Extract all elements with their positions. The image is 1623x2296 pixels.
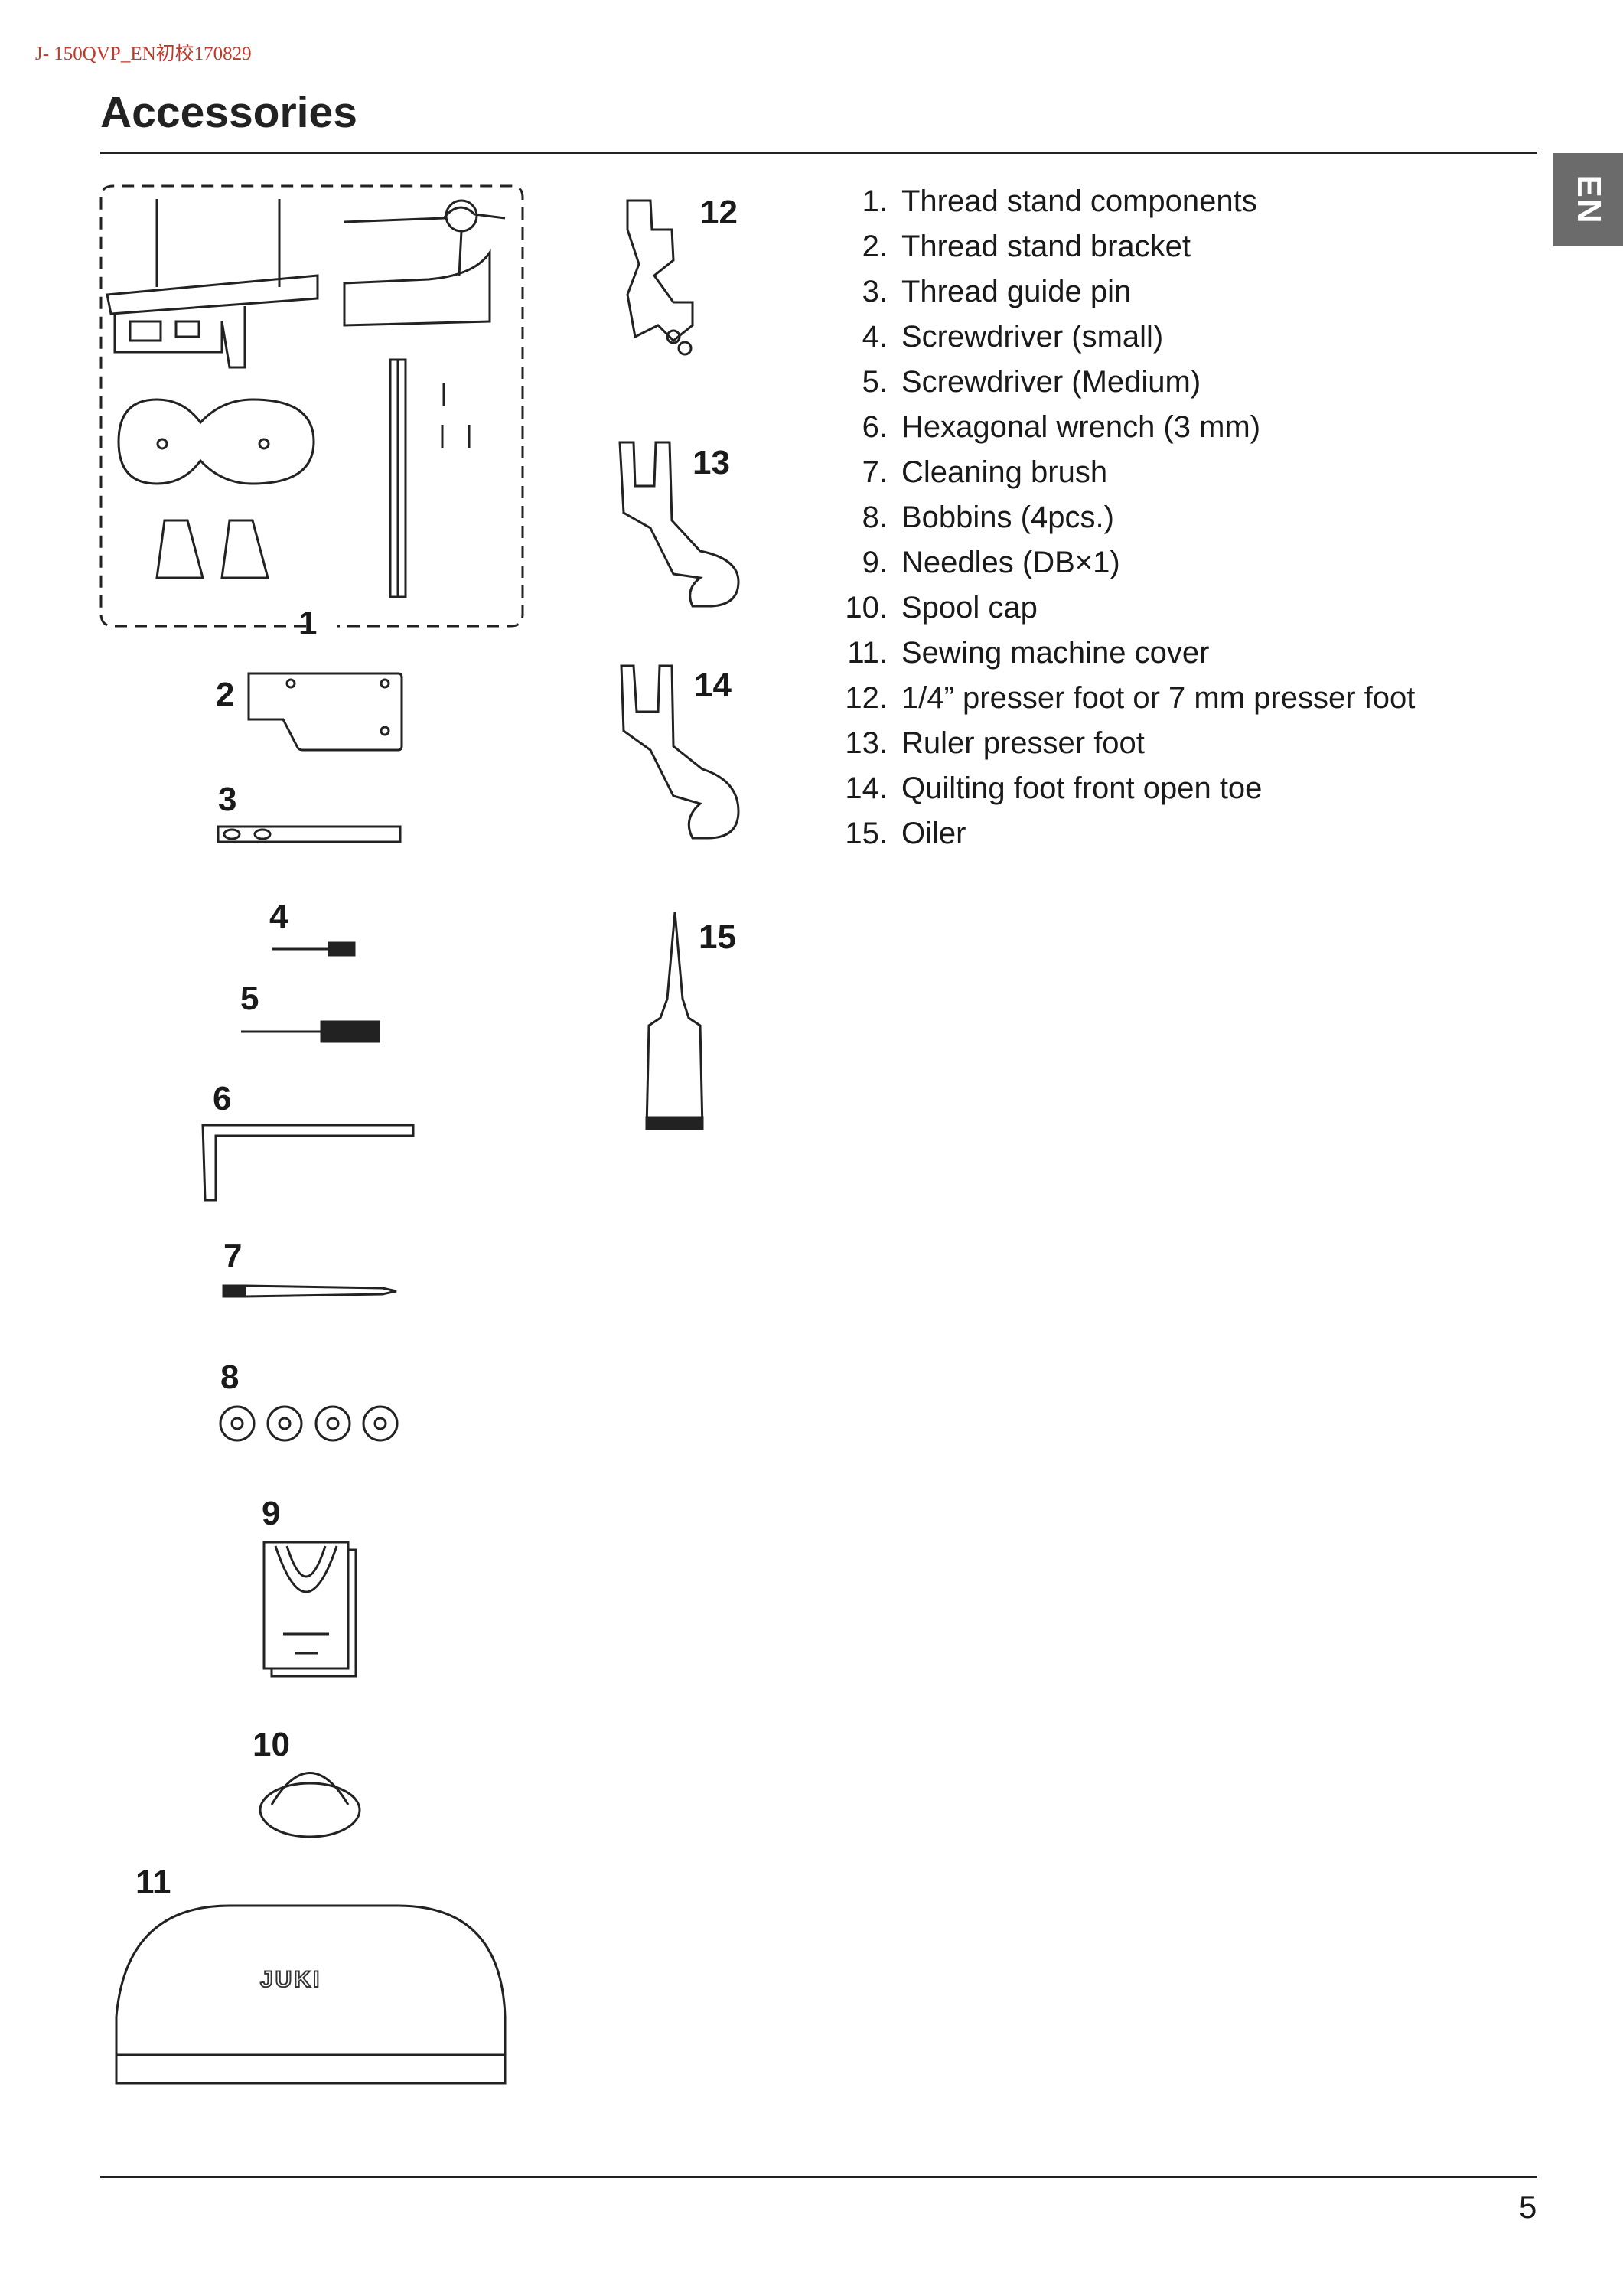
list-item: 12.1/4” presser foot or 7 mm presser foo… bbox=[845, 681, 1416, 715]
list-item: 5.Screwdriver (Medium) bbox=[862, 365, 1201, 399]
list-item: 15.Oiler bbox=[845, 817, 966, 850]
hexagonal-wrench-illustration bbox=[201, 1124, 415, 1202]
sewing-machine-cover-illustration bbox=[115, 1904, 507, 2085]
list-item: 2.Thread stand bracket bbox=[862, 230, 1191, 263]
page-title: Accessories bbox=[100, 88, 357, 137]
needles-pack-illustration bbox=[262, 1541, 357, 1678]
figure-label-4: 4 bbox=[269, 898, 288, 935]
juki-logo: JUKI bbox=[259, 1966, 322, 1993]
figure-label-2: 2 bbox=[216, 676, 235, 713]
figure-label-9: 9 bbox=[262, 1495, 281, 1532]
quilting-foot-illustration bbox=[620, 664, 740, 840]
screwdriver-small-illustration bbox=[272, 941, 356, 957]
list-item: 9.Needles (DB×1) bbox=[862, 546, 1120, 579]
spool-cap-illustration bbox=[259, 1772, 361, 1838]
accessories-list: 1.Thread stand components 2.Thread stand… bbox=[834, 181, 1415, 859]
list-item: 14.Quilting foot front open toe bbox=[845, 771, 1263, 805]
list-item: 6.Hexagonal wrench (3 mm) bbox=[862, 410, 1261, 444]
footer-rule bbox=[100, 2176, 1537, 2178]
thread-stand-components-illustration bbox=[99, 184, 524, 628]
header-rule bbox=[100, 152, 1537, 154]
figure-label-14: 14 bbox=[694, 667, 732, 704]
list-item: 1.Thread stand components bbox=[862, 184, 1257, 218]
list-item: 10.Spool cap bbox=[845, 591, 1038, 625]
screwdriver-medium-illustration bbox=[241, 1020, 380, 1043]
list-item: 8.Bobbins (4pcs.) bbox=[862, 501, 1114, 534]
language-tab: EN bbox=[1553, 153, 1623, 246]
figure-label-7: 7 bbox=[223, 1238, 243, 1275]
list-item: 11.Sewing machine cover bbox=[847, 636, 1210, 670]
figure-label-15: 15 bbox=[699, 918, 736, 956]
thread-guide-pin-illustration bbox=[217, 825, 402, 843]
figure-label-12: 12 bbox=[700, 194, 738, 231]
list-item: 4.Screwdriver (small) bbox=[862, 320, 1164, 354]
list-item: 13.Ruler presser foot bbox=[845, 726, 1145, 760]
figure-label-3: 3 bbox=[218, 781, 237, 818]
figure-label-5: 5 bbox=[240, 980, 259, 1017]
ruler-presser-foot-illustration bbox=[618, 441, 740, 608]
figure-label-13: 13 bbox=[693, 444, 730, 481]
list-item: 3.Thread guide pin bbox=[862, 275, 1132, 308]
cleaning-brush-illustration bbox=[222, 1284, 397, 1298]
figure-label-1: 1 bbox=[298, 605, 318, 642]
page-number: 5 bbox=[1519, 2189, 1537, 2225]
presser-foot-illustration bbox=[626, 199, 694, 356]
list-item: 7.Cleaning brush bbox=[862, 455, 1108, 489]
document-id: J- 150QVP_EN初校170829 bbox=[35, 44, 252, 64]
thread-stand-bracket-illustration bbox=[247, 672, 403, 752]
oiler-illustration bbox=[645, 912, 704, 1130]
figure-label-8: 8 bbox=[220, 1358, 240, 1396]
bobbins-illustration bbox=[219, 1405, 399, 1442]
figure-label-10: 10 bbox=[253, 1726, 290, 1763]
figure-label-11: 11 bbox=[135, 1864, 171, 1901]
figure-label-6: 6 bbox=[213, 1080, 232, 1117]
